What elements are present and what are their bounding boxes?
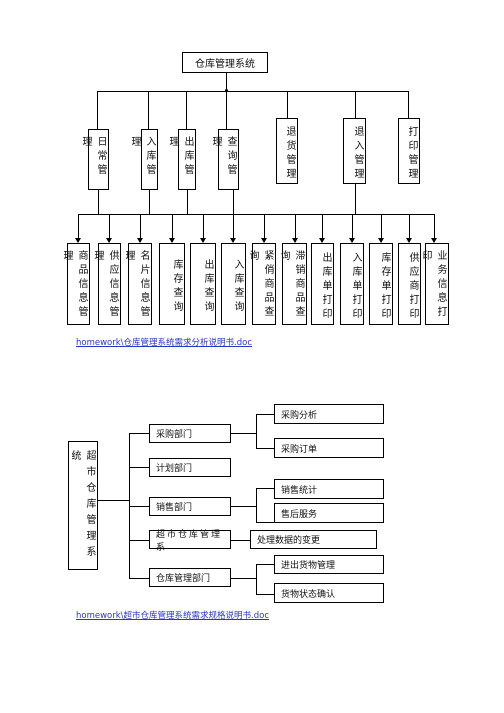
goods-status-confirmation: 货物状态确认: [274, 583, 384, 603]
level2-node: 出库查询: [190, 243, 216, 325]
goods-in-out-management: 进出货物管理: [274, 555, 384, 574]
connector: [129, 433, 149, 434]
junction-dot: [224, 88, 228, 92]
arrowhead: [292, 238, 298, 243]
level2-node: 库存单打印: [369, 243, 393, 325]
dept-warehouse: 仓库管理部门: [149, 568, 231, 587]
level2-node: 入库单打印: [340, 243, 364, 325]
connector: [256, 564, 274, 565]
connector: [408, 91, 409, 118]
connector: [233, 214, 234, 242]
level2-node: 名片信息管理: [123, 243, 152, 325]
arrowhead: [349, 238, 355, 243]
root-node: 仓库管理系统: [182, 52, 268, 73]
arrowhead: [431, 238, 437, 243]
level2-node: 库存查询: [159, 243, 185, 325]
connector: [256, 488, 257, 522]
level1-node: 打印管理: [398, 118, 420, 184]
arrowhead: [261, 238, 267, 243]
connector: [226, 91, 227, 129]
dept-system: 超市仓库管理系: [149, 530, 231, 553]
level2-node: 供应商打印: [398, 243, 421, 325]
sales-statistics: 销售统计: [274, 479, 384, 499]
level1-node: 日常管理: [80, 129, 109, 190]
level2-node: 业务信息打印: [420, 243, 449, 325]
arrowhead: [200, 238, 206, 243]
data-change-processing: 处理数据的变更: [250, 530, 377, 549]
arrowhead: [169, 238, 175, 243]
level1-node: 入库管理: [129, 129, 158, 190]
connector: [256, 488, 274, 489]
connector: [109, 214, 110, 242]
connector: [355, 184, 356, 214]
connector: [129, 433, 130, 578]
document-link-2[interactable]: homework\超市仓库管理系统需求规格说明书.doc: [76, 611, 270, 621]
connector: [187, 190, 188, 214]
connector: [256, 414, 257, 448]
purchase-analysis: 采购分析: [274, 404, 384, 424]
connector: [231, 578, 256, 579]
arrowhead: [106, 238, 112, 243]
connector: [355, 91, 356, 118]
connector: [256, 594, 274, 595]
connector: [149, 190, 150, 214]
connector: [78, 214, 434, 215]
after-sales-service: 售后服务: [274, 503, 384, 523]
connector: [97, 91, 408, 92]
arrowhead: [75, 238, 81, 243]
level2-node: 入库查询: [221, 243, 246, 325]
purchase-order: 采购订单: [274, 438, 384, 458]
connector: [231, 540, 250, 541]
connector: [78, 214, 79, 242]
level2-node: 供应信息管理: [92, 243, 121, 325]
dept-purchase: 采购部门: [149, 424, 231, 443]
connector: [256, 414, 274, 415]
level2-node: 滞销商品查询: [278, 243, 307, 325]
connector: [129, 506, 149, 507]
connector: [322, 214, 323, 242]
arrowhead: [319, 238, 325, 243]
connector: [295, 214, 296, 242]
level1-node: 退货管理: [276, 118, 298, 184]
connector: [186, 91, 187, 129]
connector: [256, 564, 257, 594]
connector: [233, 190, 234, 214]
connector: [352, 214, 353, 242]
connector: [287, 91, 288, 118]
connector: [129, 540, 149, 541]
connector: [256, 522, 274, 523]
connector: [256, 448, 274, 449]
arrowhead: [378, 238, 384, 243]
level1-node: 出库管理: [167, 129, 196, 190]
connector: [226, 73, 227, 91]
connector: [409, 214, 410, 242]
level1-node: 查询管理: [210, 129, 239, 190]
connector: [264, 214, 265, 242]
dept-planning: 计划部门: [149, 458, 231, 477]
connector: [140, 214, 141, 242]
arrowhead: [406, 238, 412, 243]
level2-node: 商品信息管理: [61, 243, 90, 325]
connector: [172, 214, 173, 242]
connector: [381, 214, 382, 242]
dept-sales: 销售部门: [149, 497, 231, 516]
connector: [98, 190, 99, 214]
level2-node: 出库单打印: [311, 243, 334, 325]
connector: [129, 578, 149, 579]
connector: [97, 91, 98, 129]
document-link-1[interactable]: homework\仓库管理系统需求分析说明书.doc: [76, 338, 253, 348]
root-node-2: 超市仓库管理系统: [68, 441, 98, 570]
connector: [231, 506, 256, 507]
connector: [148, 91, 149, 129]
level1-node: 退入管理: [343, 118, 366, 184]
connector: [434, 214, 435, 242]
connector: [129, 467, 149, 468]
connector: [98, 500, 129, 501]
connector: [203, 214, 204, 242]
arrowhead: [230, 238, 236, 243]
level2-node: 紧俏商品查询: [247, 243, 276, 325]
root-label: 仓库管理系统: [195, 59, 255, 70]
connector: [231, 433, 256, 434]
arrowhead: [137, 238, 143, 243]
